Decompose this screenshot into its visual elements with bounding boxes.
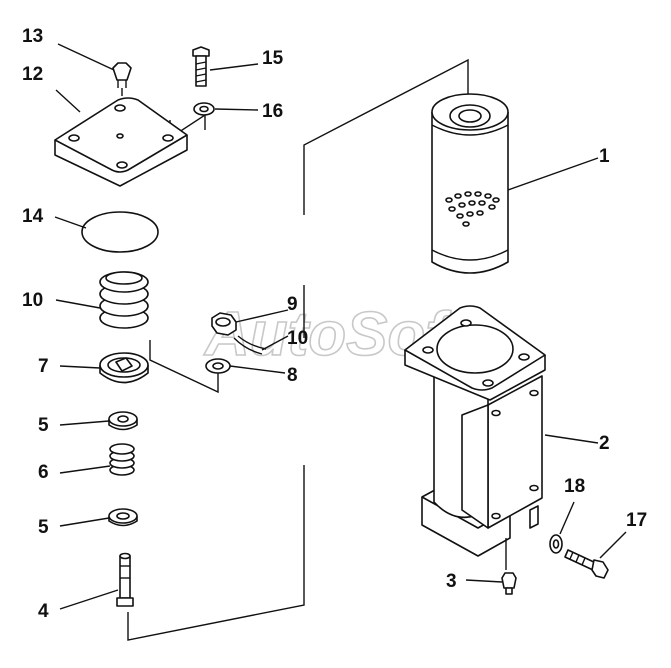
part-7-valve-seat <box>99 352 149 384</box>
callout-6: 6 <box>38 462 49 483</box>
part-17-bolt <box>564 549 609 579</box>
part-11-spring <box>99 271 149 329</box>
part-18-washer <box>549 534 563 554</box>
callout-9: 9 <box>287 294 298 315</box>
part-2-filter-case <box>404 305 546 570</box>
part-5-seat-upper <box>108 411 138 431</box>
part-16-washer <box>193 102 215 116</box>
callout-14: 14 <box>22 206 44 227</box>
callout-5-lower: 5 <box>38 517 49 538</box>
callout-12: 12 <box>22 64 43 85</box>
callout-5-upper: 5 <box>38 415 49 436</box>
callout-3: 3 <box>446 571 457 592</box>
callout-8: 8 <box>287 365 298 386</box>
part-15-bolt <box>192 46 210 87</box>
part-8-washer <box>205 358 231 374</box>
callout-11: 10 <box>22 290 43 311</box>
part-12-cover <box>54 97 188 187</box>
part-5-seat-lower <box>108 508 138 527</box>
callout-7: 7 <box>38 356 49 377</box>
callout-2: 2 <box>599 433 610 454</box>
callout-15: 15 <box>262 48 284 69</box>
part-1-filter-element <box>431 93 509 274</box>
callout-10: 10 <box>287 328 308 349</box>
part-14-o-ring <box>81 211 159 253</box>
part-3-drain-plug <box>501 572 517 595</box>
callout-16: 16 <box>262 101 283 122</box>
callout-13: 13 <box>22 26 43 47</box>
part-13-breather <box>112 62 132 96</box>
callout-18: 18 <box>564 476 585 497</box>
part-10-pin <box>233 335 267 355</box>
part-9-nut <box>211 312 237 336</box>
part-4-valve-stem <box>116 552 134 607</box>
leader-lines <box>54 43 627 610</box>
callout-17: 17 <box>626 510 647 531</box>
callout-labels: 13 12 15 16 14 10 7 9 10 8 5 6 5 4 1 2 1… <box>22 26 647 622</box>
part-6-spring <box>109 443 135 476</box>
callout-4: 4 <box>38 601 49 622</box>
callout-1: 1 <box>599 146 610 167</box>
filter-perforation-holes <box>445 191 500 227</box>
